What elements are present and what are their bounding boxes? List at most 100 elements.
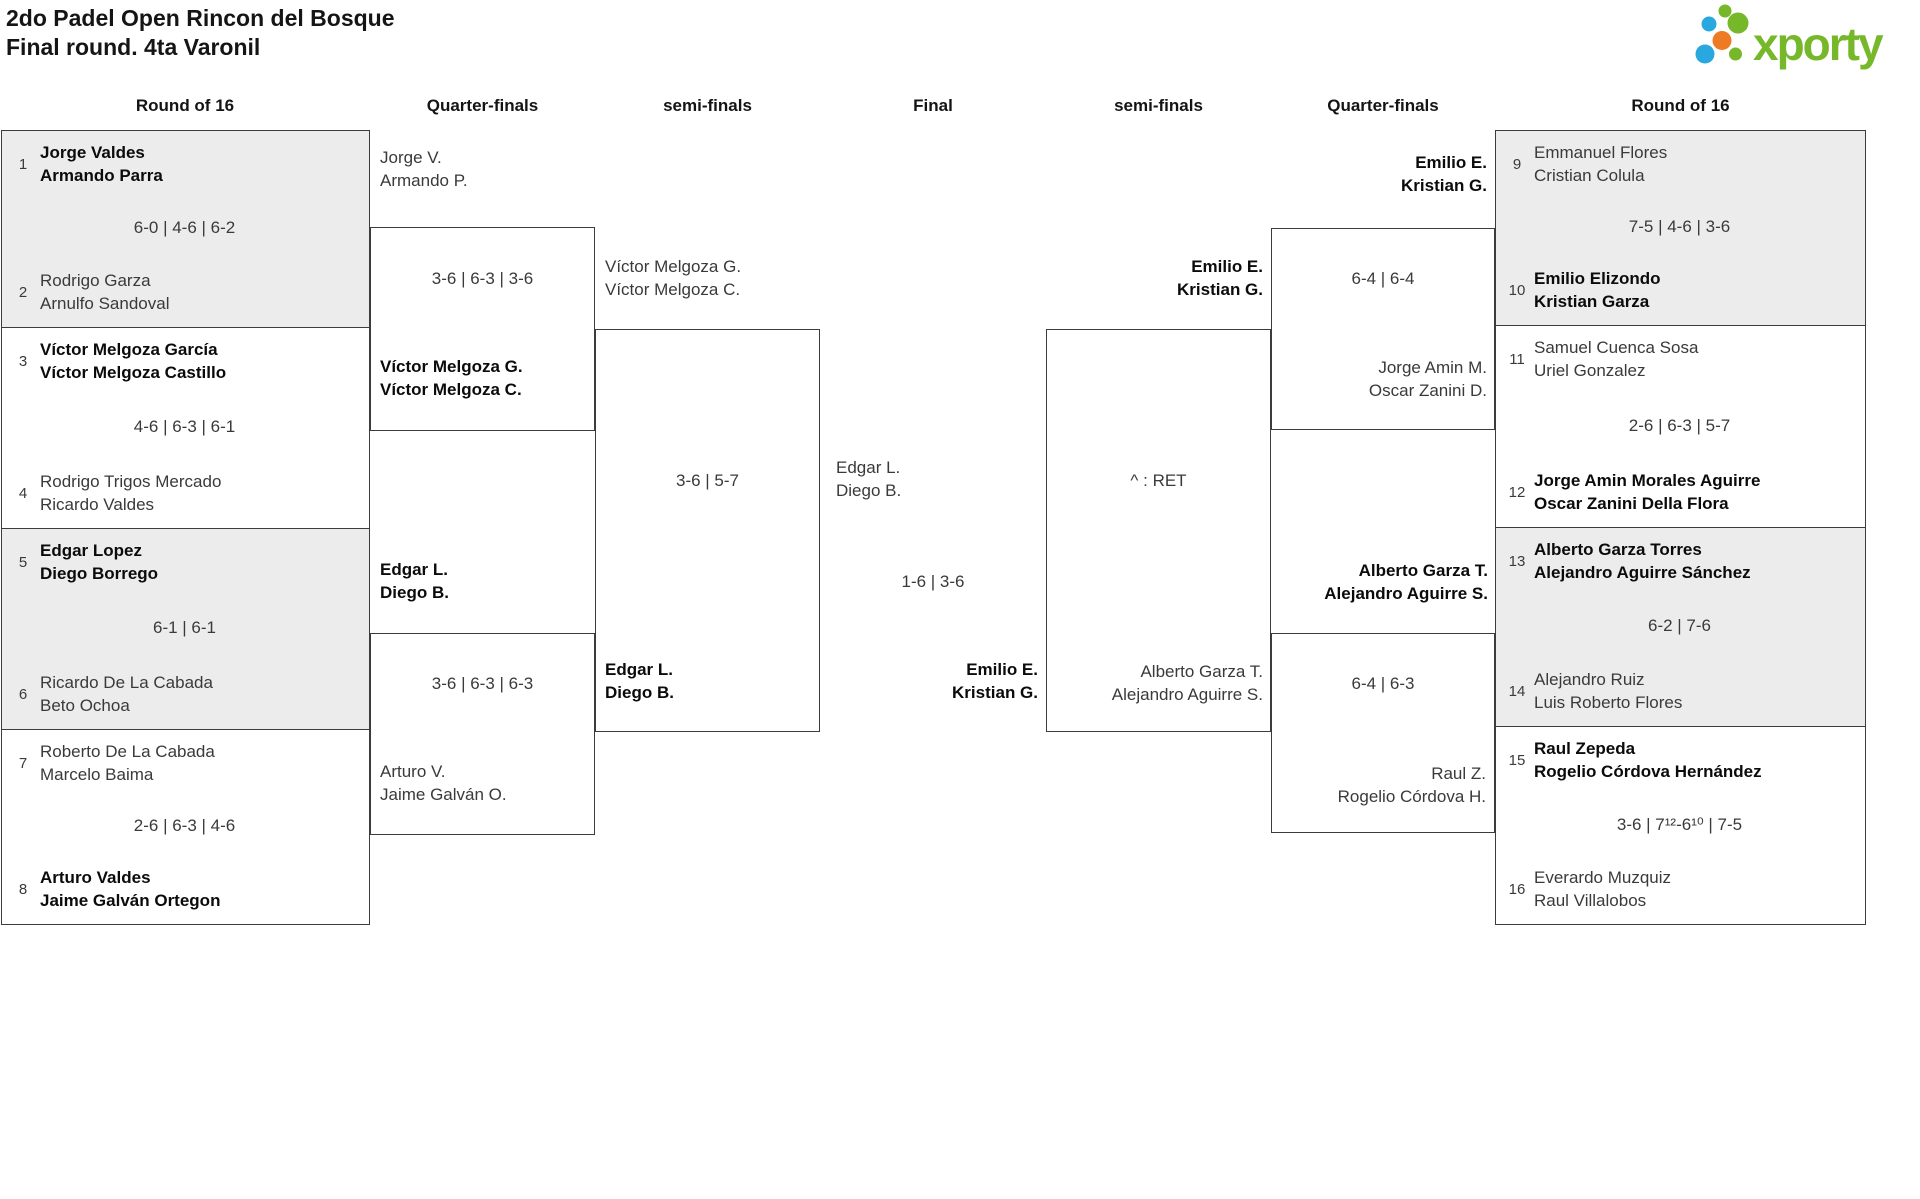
match-score: 2-6 | 6-3 | 5-7	[1628, 415, 1731, 435]
team-names: Alejandro Ruiz Luis Roberto Flores	[1534, 668, 1682, 714]
qf-left1-team-bottom: Víctor Melgoza G. Víctor Melgoza C.	[380, 355, 523, 401]
player-name: Ricardo Valdes	[40, 495, 155, 514]
seed-number: 10	[1508, 281, 1526, 299]
qf-right-top-box	[1271, 228, 1495, 430]
player-name: Raul Z.	[1431, 764, 1486, 783]
team-row: 3 Víctor Melgoza García Víctor Melgoza C…	[12, 338, 357, 384]
player-name: Víctor Melgoza G.	[380, 357, 523, 376]
match-box-8: 15 Raul Zepeda Rogelio Córdova Hernández…	[1496, 726, 1865, 924]
team-row: 7 Roberto De La Cabada Marcelo Baima	[12, 740, 357, 786]
player-name: Ricardo De La Cabada	[40, 673, 213, 692]
column-header-sf-left: semi-finals	[663, 96, 752, 115]
player-name: Rogelio Córdova Hernández	[1534, 762, 1762, 781]
player-name: Alejandro Aguirre S.	[1324, 584, 1488, 603]
logo-dot-orange	[1712, 31, 1732, 50]
player-name: Jaime Galván Ortegon	[40, 891, 221, 910]
seed-number: 15	[1508, 751, 1526, 769]
logo-wordmark: xporty	[1753, 18, 1884, 70]
team-row: 4 Rodrigo Trigos Mercado Ricardo Valdes	[12, 470, 357, 516]
team-row: 9 Emmanuel Flores Cristian Colula	[1506, 141, 1853, 187]
team-names: Rodrigo Garza Arnulfo Sandoval	[40, 269, 169, 315]
seed-number: 16	[1508, 880, 1526, 898]
final-team-left: Edgar L. Diego B.	[836, 456, 901, 502]
team-row: 1 Jorge Valdes Armando Parra	[12, 141, 357, 187]
player-name: Edgar Lopez	[40, 541, 143, 560]
seed-number: 12	[1508, 483, 1526, 501]
player-name: Raul Zepeda	[1534, 739, 1636, 758]
seed-number: 11	[1509, 350, 1525, 368]
player-name: Raul Villalobos	[1534, 891, 1647, 910]
team-row: 8 Arturo Valdes Jaime Galván Ortegon	[12, 866, 357, 912]
qf-right2-team-bottom: Raul Z. Rogelio Córdova H.	[1271, 762, 1486, 808]
logo-dot-green-small-top	[1718, 4, 1732, 18]
match-box-3: 5 Edgar Lopez Diego Borrego 6-1 | 6-1 6 …	[2, 528, 369, 729]
match-score: 6-0 | 4-6 | 6-2	[133, 218, 236, 237]
player-name: Cristian Colula	[1534, 166, 1645, 185]
logo-dot-blue-small	[1701, 16, 1717, 32]
player-name: Kristian Garza	[1534, 292, 1650, 311]
match-score: 6-1 | 6-1	[152, 618, 216, 637]
player-name: Oscar Zanini D.	[1368, 381, 1487, 400]
player-name: Alberto Garza Torres	[1534, 540, 1702, 559]
seed-number: 1	[18, 155, 28, 173]
team-names: Jorge Valdes Armando Parra	[40, 141, 163, 187]
player-name: Víctor Melgoza C.	[605, 280, 741, 299]
seed-number: 14	[1508, 682, 1526, 700]
player-name: Uriel Gonzalez	[1534, 361, 1646, 380]
tournament-name: 2do Padel Open Rincon del Bosque	[6, 5, 395, 31]
qf-right2-score: 6-4 | 6-3	[1351, 674, 1415, 693]
team-row: 10 Emilio Elizondo Kristian Garza	[1506, 267, 1853, 313]
player-name: Alejandro Ruiz	[1534, 670, 1645, 689]
team-names: Jorge Amin Morales Aguirre Oscar Zanini …	[1534, 469, 1760, 515]
player-name: Jorge Amin M.	[1378, 358, 1487, 377]
logo-dot-green-large	[1727, 12, 1749, 34]
player-name: Marcelo Baima	[40, 765, 154, 784]
player-name: Kristian G.	[952, 683, 1038, 702]
player-name: Beto Ochoa	[40, 696, 130, 715]
qf-left1-score: 3-6 | 6-3 | 3-6	[431, 269, 534, 288]
player-name: Jorge Amin Morales Aguirre	[1534, 471, 1761, 490]
qf-right1-score: 6-4 | 6-4	[1351, 269, 1415, 288]
qf-left2-team-top: Edgar L. Diego B.	[380, 558, 449, 604]
sf-left-score: 3-6 | 5-7	[675, 471, 739, 490]
column-header-r16-right: Round of 16	[1631, 96, 1730, 115]
player-name: Rodrigo Garza	[40, 271, 151, 290]
column-header-r16-left: Round of 16	[135, 96, 235, 115]
player-name: Everardo Muzquiz	[1534, 868, 1672, 887]
player-name: Jorge V.	[380, 148, 442, 167]
team-names: Alberto Garza Torres Alejandro Aguirre S…	[1534, 538, 1751, 584]
sf-left-team-top: Víctor Melgoza G. Víctor Melgoza C.	[605, 255, 741, 301]
sf-left-team-bottom: Edgar L. Diego B.	[605, 658, 674, 704]
team-row: 12 Jorge Amin Morales Aguirre Oscar Zani…	[1506, 469, 1853, 515]
player-name: Oscar Zanini Della Flora	[1534, 494, 1729, 513]
seed-number: 5	[18, 553, 28, 571]
sf-right-score: ^ : RET	[1130, 471, 1187, 490]
seed-number: 2	[18, 283, 28, 301]
match-box-1: 1 Jorge Valdes Armando Parra 6-0 | 4-6 |…	[2, 131, 369, 327]
team-row: 5 Edgar Lopez Diego Borrego	[12, 539, 357, 585]
team-row: 15 Raul Zepeda Rogelio Córdova Hernández	[1506, 737, 1853, 783]
player-name: Alberto Garza T.	[1140, 662, 1263, 681]
player-name: Kristian G.	[1401, 176, 1487, 195]
seed-number: 4	[18, 484, 28, 502]
player-name: Arnulfo Sandoval	[40, 294, 170, 313]
qf-left2-score: 3-6 | 6-3 | 6-3	[431, 674, 534, 693]
sf-right-team-bottom: Alberto Garza T. Alejandro Aguirre S.	[1046, 660, 1263, 706]
player-name: Emmanuel Flores	[1534, 143, 1668, 162]
sf-left-box	[595, 329, 820, 732]
match-score: 7-5 | 4-6 | 3-6	[1628, 217, 1731, 236]
team-names: Edgar Lopez Diego Borrego	[40, 539, 158, 585]
qf-left2-team-bottom: Arturo V. Jaime Galván O.	[380, 760, 507, 806]
team-names: Emmanuel Flores Cristian Colula	[1534, 141, 1667, 187]
player-name: Luis Roberto Flores	[1534, 693, 1683, 712]
player-name: Edgar L.	[605, 660, 674, 679]
seed-number: 7	[18, 754, 28, 772]
sf-right-team-top: Emilio E. Kristian G.	[1046, 255, 1263, 301]
player-name: Víctor Melgoza G.	[605, 257, 742, 276]
final-score: 1-6 | 3-6	[901, 572, 965, 591]
player-name: Víctor Melgoza C.	[380, 380, 522, 399]
logo-dot-green-small-bottom	[1729, 47, 1742, 61]
player-name: Emilio E.	[966, 660, 1038, 679]
qf-left-bottom-box	[370, 633, 595, 835]
team-row: 14 Alejandro Ruiz Luis Roberto Flores	[1506, 668, 1853, 714]
